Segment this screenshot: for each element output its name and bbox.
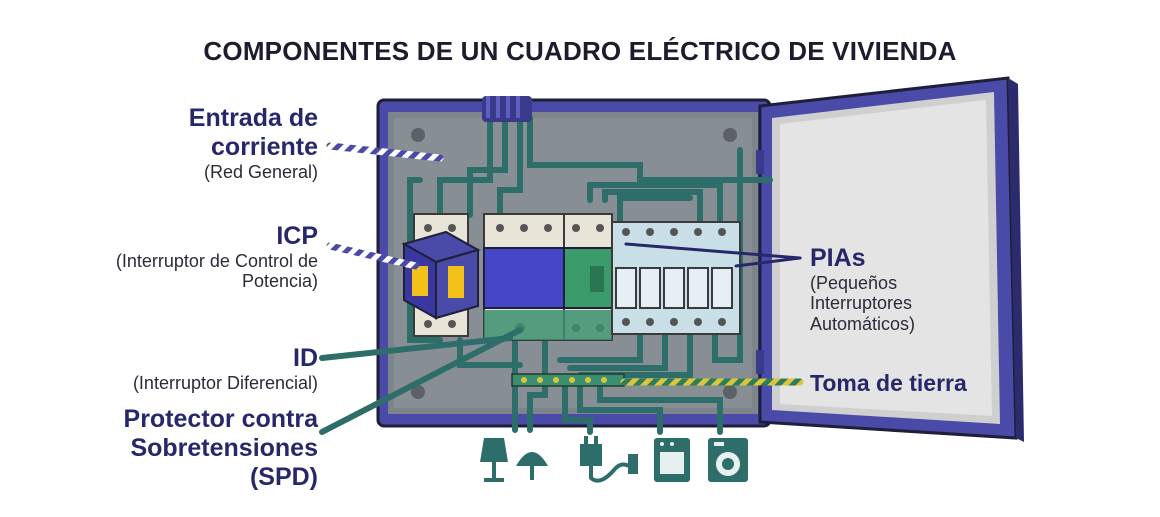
label-toma-tierra: Toma de tierra xyxy=(810,370,1050,396)
label-icp-sub: (Interruptor de Control de Potencia) xyxy=(115,250,318,292)
washing-machine-icon xyxy=(708,438,748,482)
label-icp: ICP (Interruptor de Control de Potencia) xyxy=(58,222,318,292)
plug-icon xyxy=(580,436,638,483)
earth-bar xyxy=(511,373,625,387)
oven-icon xyxy=(654,438,690,482)
wiring xyxy=(407,115,773,435)
label-entrada-corriente: Entrada de corriente (Red General) xyxy=(58,104,318,182)
label-spd-main: Protector contra Sobretensiones (SPD) xyxy=(123,405,318,491)
label-entrada-main: Entrada de corriente xyxy=(188,104,318,161)
panel-door xyxy=(756,76,1024,442)
incoming-cable xyxy=(482,96,532,122)
label-id-main: ID xyxy=(293,344,318,372)
label-pias: PIAs (Pequeños Interruptores Automáticos… xyxy=(810,244,1050,335)
page-title: COMPONENTES DE UN CUADRO ELÉCTRICO DE VI… xyxy=(203,36,957,66)
label-entrada-sub: (Red General) xyxy=(203,161,318,182)
spd-device xyxy=(484,213,613,341)
label-spd: Protector contra Sobretensiones (SPD) xyxy=(0,405,318,491)
label-pias-main: PIAs xyxy=(810,244,866,272)
label-pias-sub: (Pequeños Interruptores Automáticos) xyxy=(810,272,916,335)
icp-device xyxy=(401,213,481,337)
label-tierra-main: Toma de tierra xyxy=(810,370,967,396)
label-icp-main: ICP xyxy=(276,222,318,250)
pias-devices xyxy=(611,221,741,335)
label-id: ID (Interruptor Diferencial) xyxy=(18,344,318,393)
leader-lines xyxy=(319,142,804,435)
label-id-sub: (Interruptor Diferencial) xyxy=(132,372,318,393)
lamp-icon xyxy=(480,438,508,482)
ceiling-lamp-icon xyxy=(516,452,548,480)
